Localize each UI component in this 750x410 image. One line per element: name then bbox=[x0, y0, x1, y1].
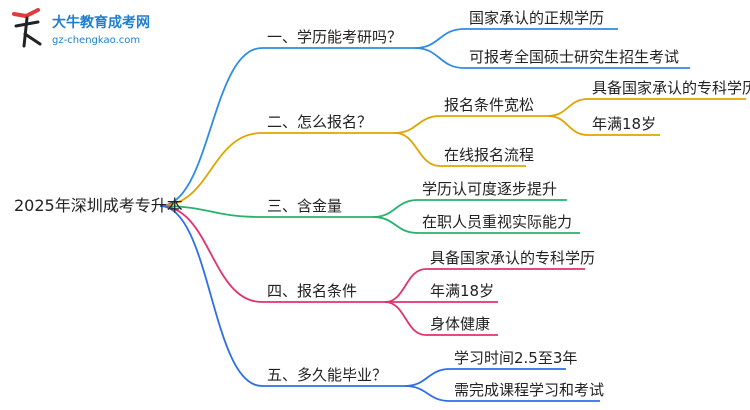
connector-b2-c2 bbox=[394, 132, 441, 167]
connector-root-branch-4 bbox=[159, 205, 263, 303]
connector-b3-c1 bbox=[372, 199, 419, 218]
connector-b5-c2 bbox=[404, 385, 451, 402]
branch-3-label: 三、含金量 bbox=[267, 197, 343, 215]
branch-4-label: 四、报名条件 bbox=[267, 282, 358, 300]
logo-title: 大牛教育成考网 bbox=[52, 15, 150, 31]
connector-b4-c3 bbox=[384, 301, 427, 336]
branch-4-child-1: 具备国家承认的专科学历 bbox=[430, 249, 596, 267]
connector-b4-c1 bbox=[384, 268, 427, 303]
connector-root-branch-1 bbox=[159, 47, 263, 207]
branch-1-child-1: 国家承认的正规学历 bbox=[469, 9, 605, 27]
connector-b1-c1 bbox=[414, 28, 465, 49]
connector-root-branch-5 bbox=[159, 205, 263, 387]
connector-b2-g2 bbox=[547, 115, 589, 136]
logo-url: gz-chengkao.com bbox=[52, 35, 141, 46]
connector-b3-c2 bbox=[372, 216, 419, 234]
connector-b2-g1 bbox=[547, 98, 589, 117]
branch-2-grandchild-1: 具备国家承认的专科学历 bbox=[592, 79, 750, 97]
branch-2-child-1: 报名条件宽松 bbox=[444, 96, 535, 114]
branch-4-child-3: 身体健康 bbox=[430, 315, 491, 333]
branch-1-child-2: 可报考全国硕士研究生招生考试 bbox=[469, 48, 680, 66]
connector-b1-c2 bbox=[414, 47, 465, 69]
logo: 大牛教育成考网 gz-chengkao.com bbox=[8, 6, 168, 54]
connector-b5-c1 bbox=[404, 368, 451, 387]
branch-5-label: 五、多久能毕业？ bbox=[267, 366, 388, 384]
branch-3-child-1: 学历认可度逐步提升 bbox=[422, 180, 558, 198]
branch-5-child-1: 学习时间2.5至3年 bbox=[454, 349, 578, 367]
branch-2-grandchild-2: 年满18岁 bbox=[592, 115, 657, 133]
logo-ox-icon bbox=[12, 8, 42, 48]
branch-2-label: 二、怎么报名？ bbox=[267, 113, 373, 131]
branch-3-child-2: 在职人员重视实际能力 bbox=[422, 213, 573, 231]
root-node: 2025年深圳成考专升本 bbox=[14, 196, 183, 215]
connector-b2-c1 bbox=[394, 115, 441, 134]
branch-4-child-2: 年满18岁 bbox=[430, 282, 495, 300]
branch-5-child-2: 需完成课程学习和考试 bbox=[454, 381, 605, 399]
branch-2-child-2: 在线报名流程 bbox=[444, 146, 535, 164]
branch-1-label: 一、学历能考研吗？ bbox=[267, 28, 403, 46]
connector-root-branch-3 bbox=[159, 205, 263, 218]
connector-root-branch-2 bbox=[159, 132, 263, 207]
